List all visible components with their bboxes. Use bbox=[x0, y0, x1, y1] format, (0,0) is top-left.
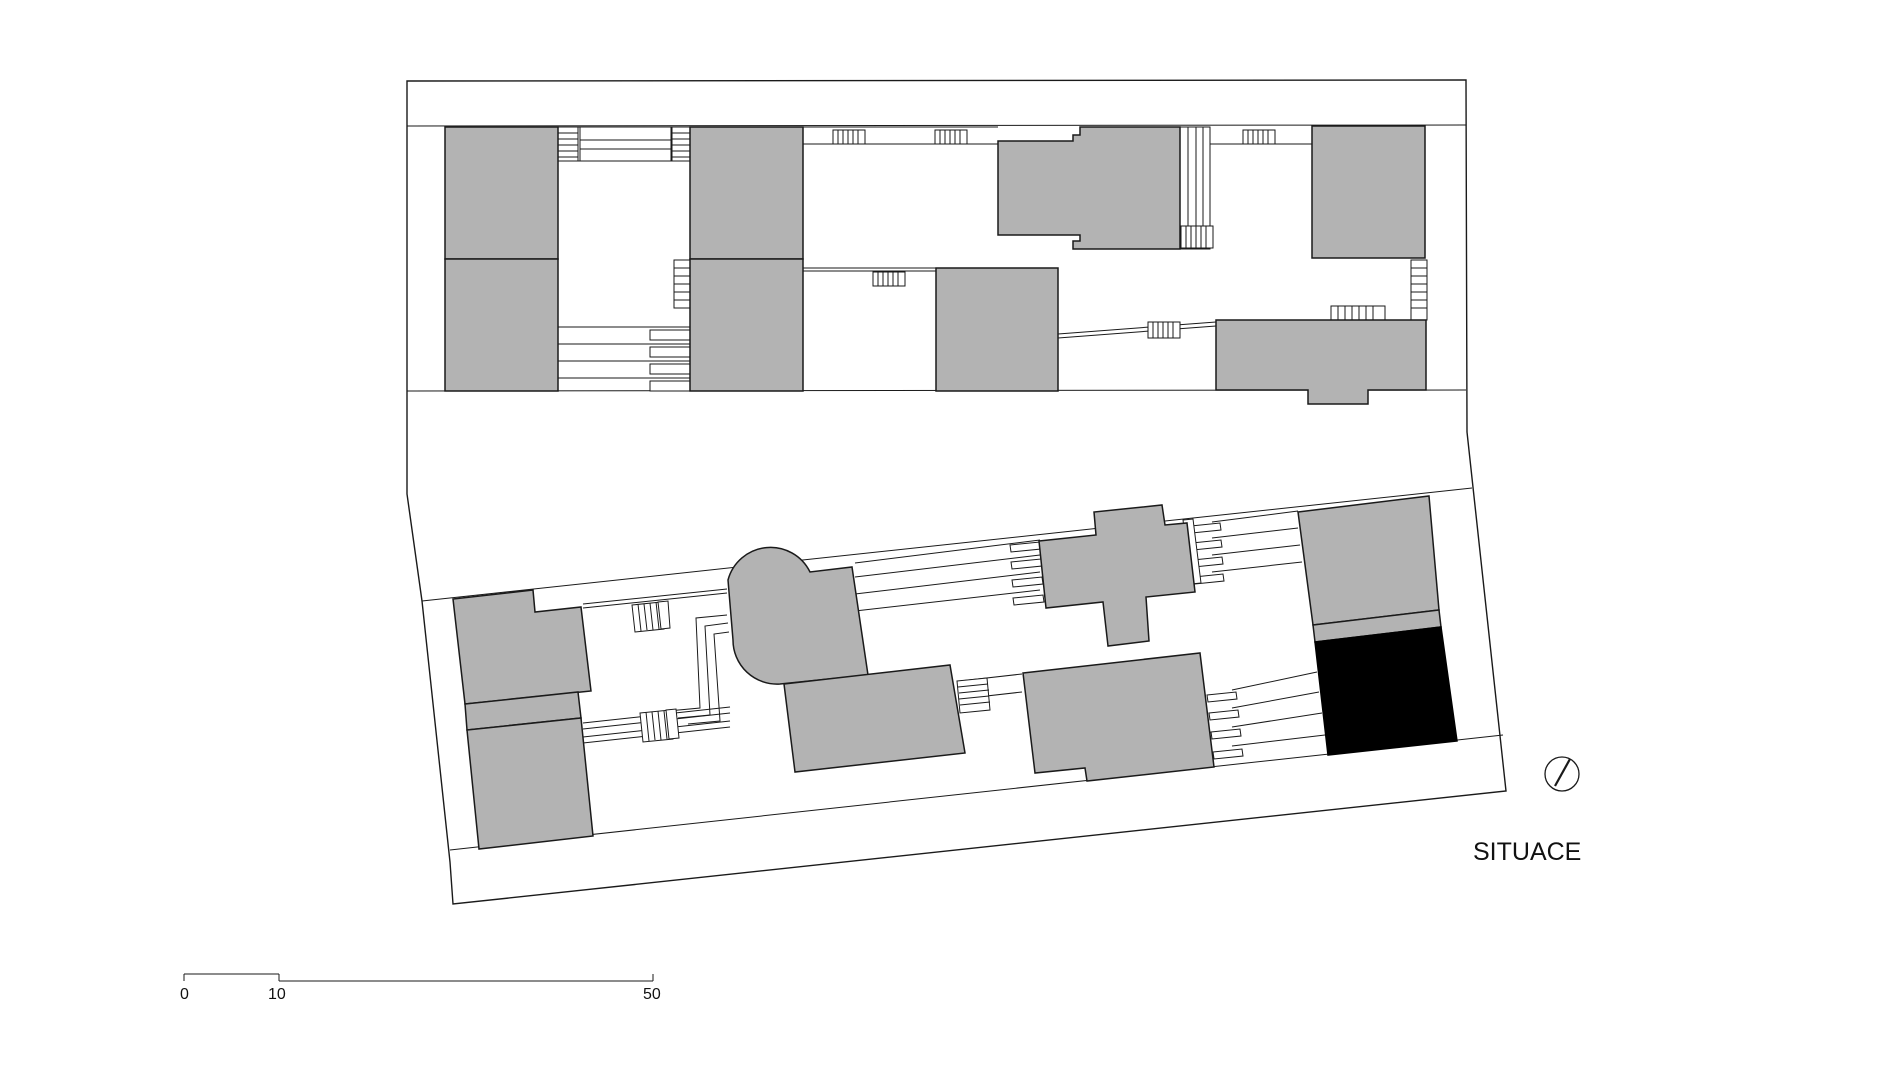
building bbox=[444, 126, 559, 260]
street-edge bbox=[406, 124, 1467, 127]
stairs-bottom bbox=[631, 518, 1244, 760]
drawing-title: SITUACE bbox=[1473, 838, 1581, 866]
building bbox=[689, 258, 804, 392]
building bbox=[452, 589, 592, 705]
scale-label-50: 50 bbox=[643, 986, 661, 1003]
scale-bar: 0 10 50 bbox=[180, 973, 661, 1003]
street-edge bbox=[421, 487, 1473, 602]
building bbox=[1297, 495, 1440, 626]
walkways-bottom bbox=[582, 510, 1326, 747]
building bbox=[935, 267, 1059, 392]
site-boundary bbox=[406, 79, 1507, 905]
building bbox=[783, 664, 966, 773]
building bbox=[689, 126, 804, 260]
scale-label-0: 0 bbox=[180, 986, 189, 1003]
building bbox=[444, 258, 559, 392]
building bbox=[1022, 652, 1215, 782]
building bbox=[1311, 125, 1426, 259]
building bbox=[1038, 504, 1196, 647]
buildings-top bbox=[444, 125, 1427, 405]
buildings-bottom bbox=[452, 495, 1458, 850]
building bbox=[727, 546, 869, 685]
building bbox=[466, 717, 594, 850]
highlighted-building bbox=[1314, 626, 1458, 756]
building bbox=[1215, 319, 1427, 405]
building bbox=[997, 126, 1181, 250]
north-arrow-icon bbox=[1544, 756, 1580, 792]
scale-label-10: 10 bbox=[268, 986, 286, 1003]
